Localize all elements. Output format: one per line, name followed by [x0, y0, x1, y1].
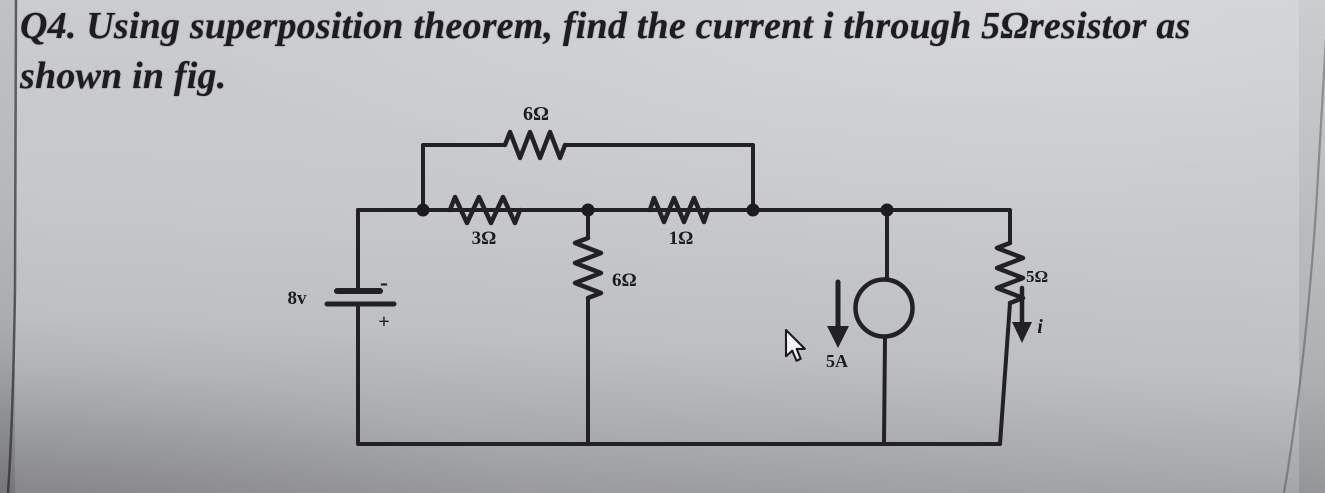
- resistor-6ohm-middle: [572, 235, 604, 301]
- current-source-value-label: 5A: [826, 351, 848, 371]
- junction-node: [416, 203, 430, 217]
- resistor-3ohm-label: 3Ω: [472, 228, 497, 249]
- junction-node: [880, 203, 894, 217]
- junction-nodes: [416, 203, 894, 217]
- branch-current-arrow: [1012, 285, 1032, 343]
- resistor-1ohm-label: 1Ω: [669, 228, 694, 249]
- page-left-edge-line: [6, 0, 18, 493]
- page-right-edge-line: [1282, 37, 1325, 493]
- junction-node: [746, 203, 760, 217]
- branch-current-arrowhead: [1012, 322, 1032, 343]
- resistor-5ohm-label: 5Ω: [1026, 267, 1048, 286]
- question-line-2: shown in fig.: [20, 55, 227, 97]
- resistor-3ohm: [447, 194, 523, 226]
- question-text: Q4. Using superposition theorem, find th…: [20, 1, 1320, 101]
- battery-minus-sign: -: [380, 270, 388, 296]
- resistors: [447, 129, 1026, 306]
- battery-plus-sign: +: [378, 311, 389, 333]
- current-source-circle: [853, 277, 915, 339]
- current-direction-arrowhead: [827, 326, 849, 348]
- junction-node: [581, 203, 595, 217]
- wire-top-rail: [356, 208, 1012, 245]
- mouse-cursor-icon: [784, 328, 806, 362]
- wire-bypass-loop: [421, 143, 755, 212]
- wire-left-and-bottom-rail: [356, 208, 1001, 446]
- wire-current-source-branch: [882, 208, 889, 446]
- current-source-5a: [827, 277, 915, 348]
- resistor-1ohm: [647, 195, 711, 225]
- wire-network: [356, 143, 1012, 446]
- resistor-6ohm-middle-label: 6Ω: [612, 270, 637, 291]
- question-line-1: Q4. Using superposition theorem, find th…: [20, 5, 1191, 47]
- battery-voltage-label: 8v: [288, 288, 308, 309]
- resistor-5ohm: [994, 240, 1026, 306]
- resistor-6ohm-top: [502, 129, 568, 161]
- branch-current-label: i: [1037, 316, 1043, 338]
- wire-right-lower: [998, 301, 1012, 446]
- battery-8v: [324, 288, 397, 307]
- resistor-6ohm-top-label: 6Ω: [523, 103, 549, 125]
